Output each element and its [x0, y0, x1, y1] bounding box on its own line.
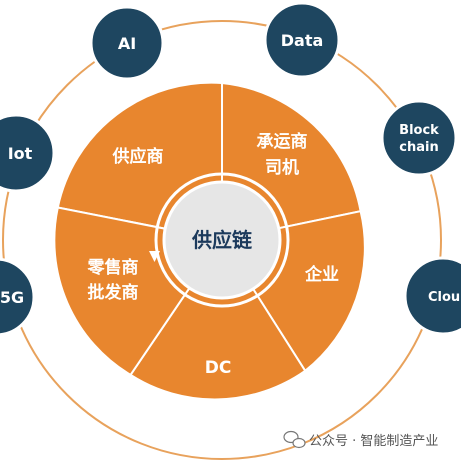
tech-data-circle [263, 1, 341, 79]
tech-blockchain-label-line1: Block [399, 123, 439, 138]
segment-supplier-label: 供应商 [112, 146, 164, 167]
tech-iot-circle [0, 113, 56, 193]
tech-cloud-circle [403, 256, 461, 336]
segment-dc [129, 238, 307, 401]
segment-enterprise-label: 企业 [304, 264, 339, 285]
outer-ring [2, 20, 442, 460]
tech-blockchain-circle [380, 99, 458, 177]
segment-carrier-label-line2: 司机 [265, 157, 299, 178]
tech-ai-label: AI [118, 34, 136, 53]
tech-cloud: Clou [403, 256, 461, 336]
tech-5g: 5G [0, 257, 36, 337]
watermark-text: 公众号 · 智能制造产业 [309, 434, 438, 449]
cycle-ring [154, 172, 290, 308]
tech-data: Data [263, 1, 341, 79]
tech-ai: AI [89, 5, 165, 81]
tech-5g-label: 5G [0, 288, 24, 307]
segment-retail-label-line2: 批发商 [88, 282, 139, 303]
wechat-icon [283, 430, 306, 449]
tech-blockchain-label-line2: chain [399, 140, 438, 155]
tech-iot-label: Iot [8, 144, 33, 163]
tech-data-label: Data [281, 31, 324, 50]
cycle-arrow-icon [149, 251, 160, 262]
tech-5g-circle [0, 257, 36, 337]
center-hub [162, 180, 282, 300]
segment-retail-label-line1: 零售商 [87, 257, 139, 278]
tech-blockchain: Block chain [380, 99, 458, 177]
tech-ai-circle [89, 5, 165, 81]
tech-cloud-label: Clou [428, 290, 460, 305]
tech-iot: Iot [0, 113, 56, 193]
segment-carrier-label-line1: 承运商 [257, 131, 308, 152]
segment-dc-label: DC [205, 358, 232, 378]
watermark: 公众号 · 智能制造产业 [283, 430, 438, 449]
center-label: 供应链 [191, 228, 253, 252]
